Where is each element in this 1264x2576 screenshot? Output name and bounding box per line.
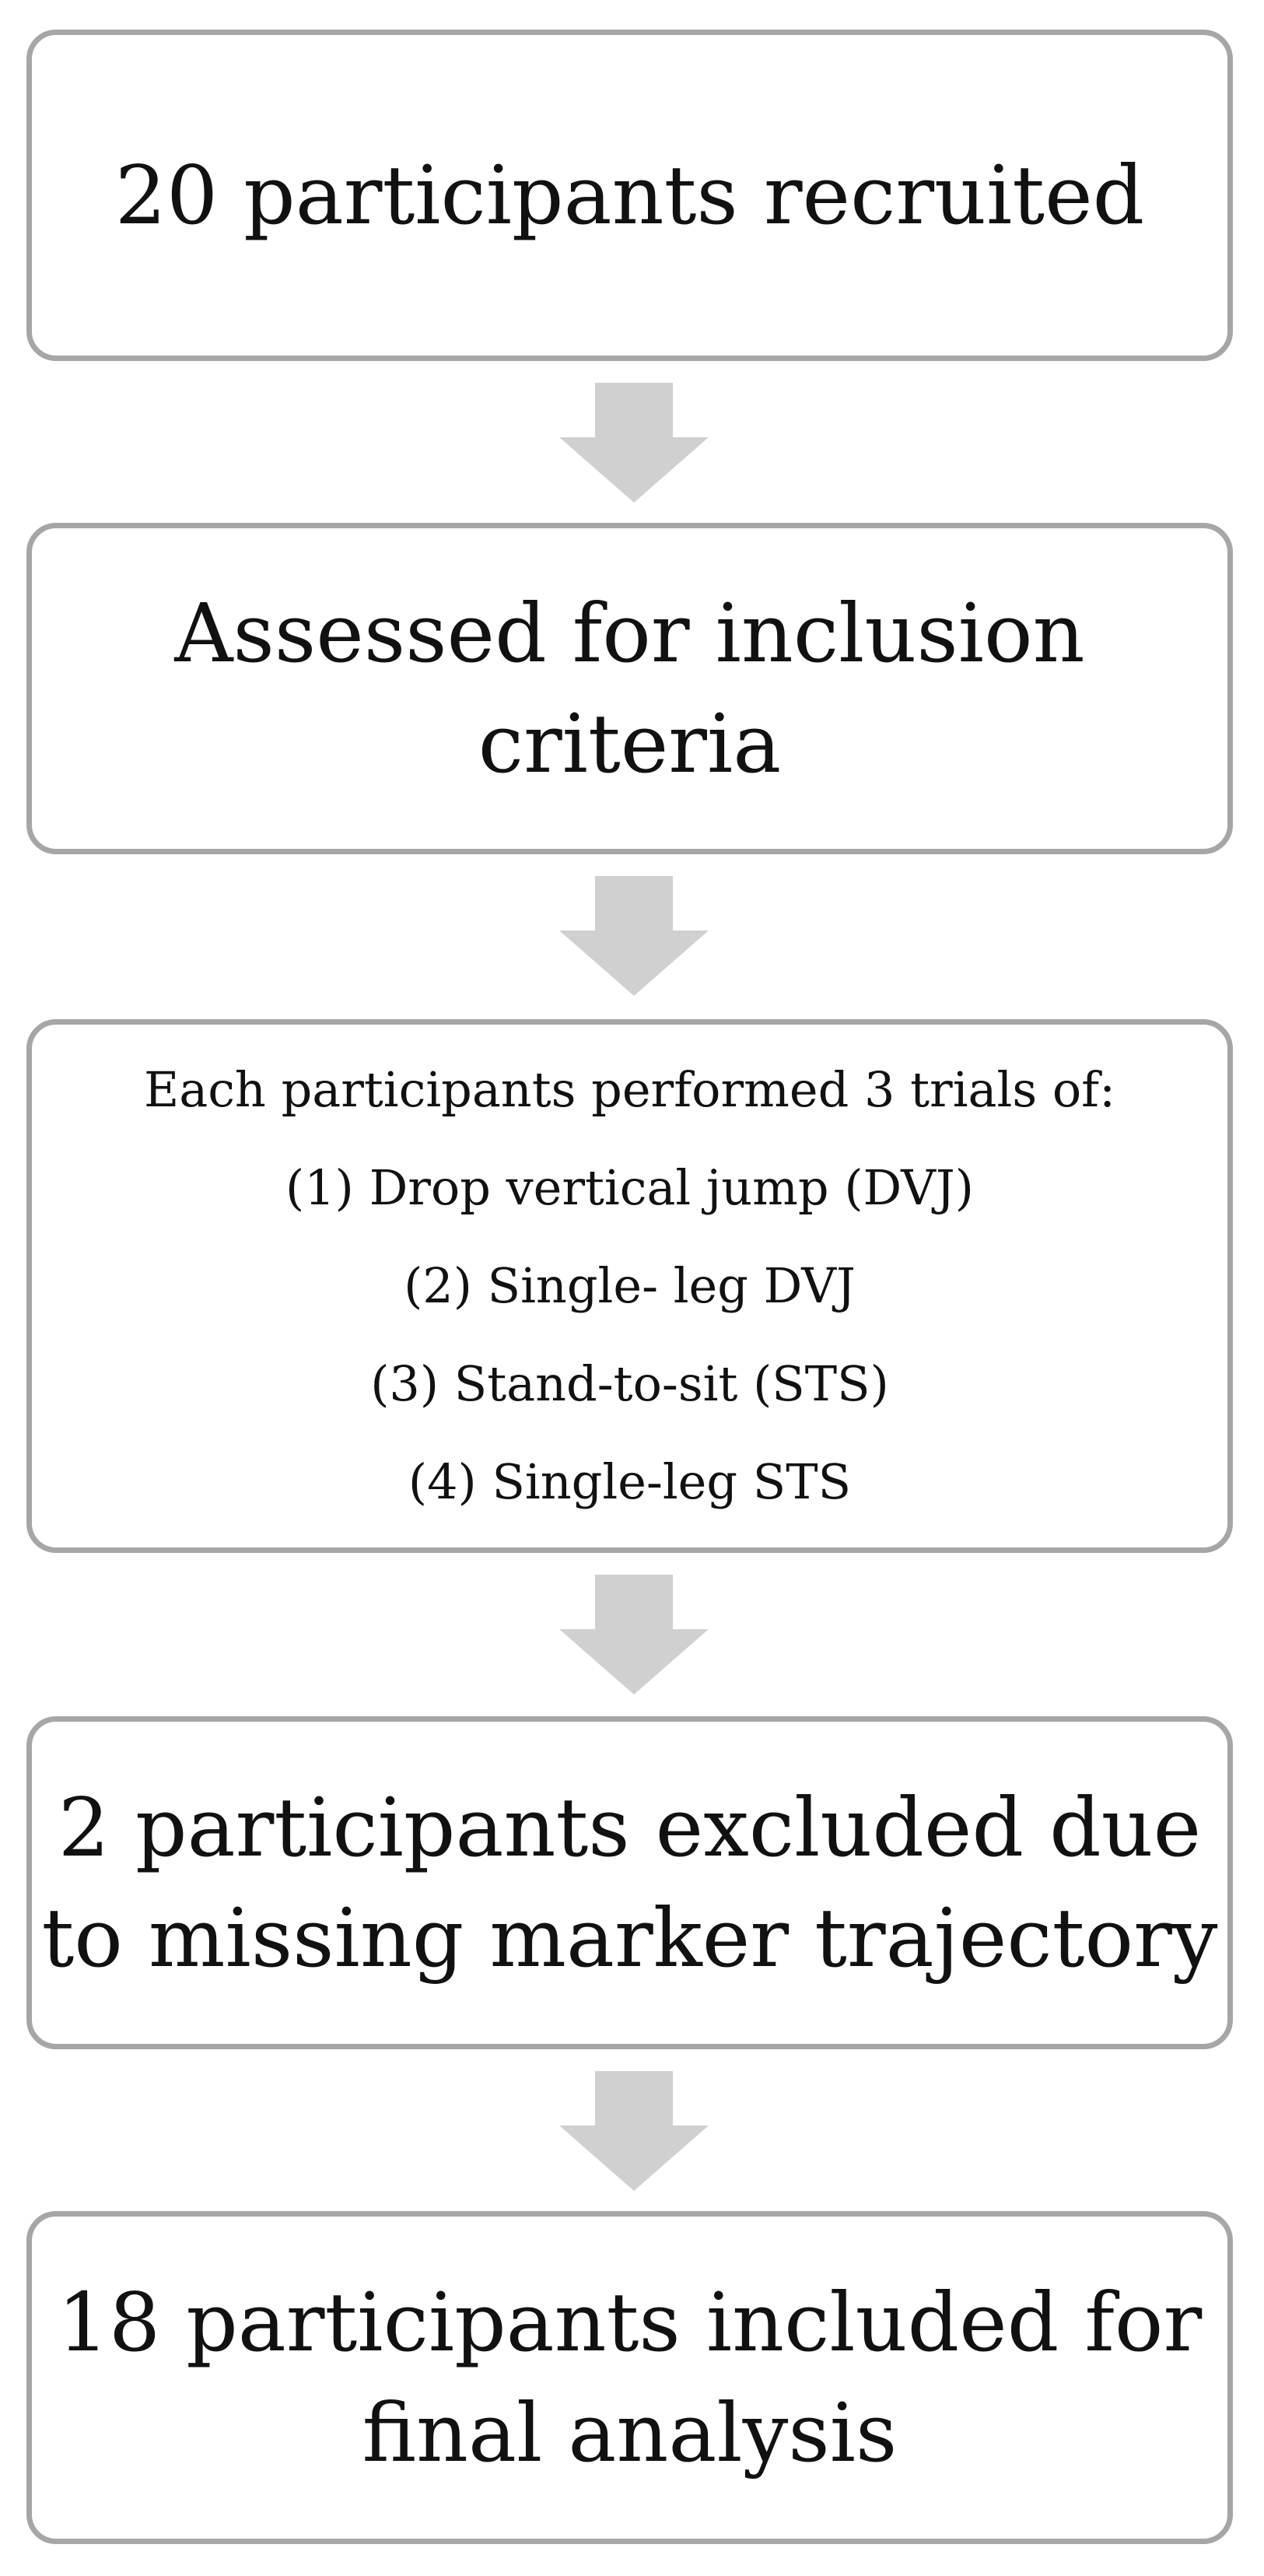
down-arrow-1 <box>559 383 709 503</box>
step-recruited-text: 20 participants recruited <box>114 148 1145 243</box>
down-arrow-4 <box>559 2071 709 2191</box>
step-assessed-text-line-1: Assessed for inclusion <box>174 586 1085 681</box>
step-trials-heading: Each participants performed 3 trials of: <box>143 1061 1116 1118</box>
arrow-down-icon <box>559 383 709 503</box>
step-excluded-box: 2 participants excluded due to missing m… <box>26 1716 1233 2049</box>
step-trials-item-1: (1) Drop vertical jump (DVJ) <box>285 1159 974 1216</box>
step-included-text-line-2: final analysis <box>362 2385 898 2480</box>
step-assessed-text-line-2: criteria <box>478 696 782 791</box>
step-excluded-text-line-2: to missing marker trajectory <box>41 1891 1218 1985</box>
step-trials-item-4: (4) Single-leg STS <box>408 1453 852 1510</box>
down-arrow-3 <box>559 1575 709 1695</box>
step-included-box: 18 participants included for final analy… <box>26 2211 1233 2544</box>
down-arrow-2 <box>559 876 709 996</box>
step-assessed-box: Assessed for inclusion criteria <box>26 523 1233 854</box>
step-recruited-box: 20 participants recruited <box>26 30 1233 361</box>
arrow-down-icon <box>559 2071 709 2191</box>
step-trials-item-3: (3) Stand-to-sit (STS) <box>370 1355 889 1412</box>
step-trials-item-2: (2) Single- leg DVJ <box>404 1257 856 1314</box>
step-included-text-line-1: 18 participants included for <box>57 2275 1203 2370</box>
step-trials-box: Each participants performed 3 trials of:… <box>26 1019 1233 1553</box>
arrow-down-icon <box>559 1575 709 1695</box>
step-excluded-text-line-1: 2 participants excluded due <box>58 1780 1202 1875</box>
arrow-down-icon <box>559 876 709 996</box>
